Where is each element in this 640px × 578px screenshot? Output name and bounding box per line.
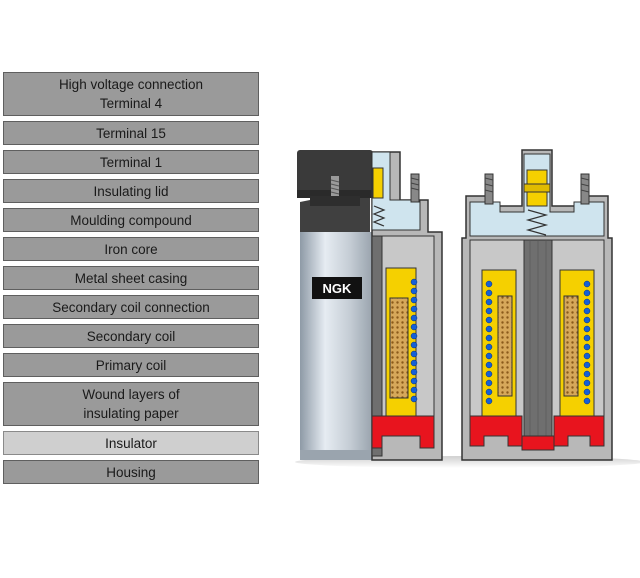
label-button-insulating-lid[interactable]: Insulating lid xyxy=(3,179,259,203)
ignition-coil-illustration: NGK xyxy=(295,149,640,468)
terminal-stud xyxy=(331,176,339,198)
label-button-terminal-15[interactable]: Terminal 15 xyxy=(3,121,259,145)
label-button-secondary-coil[interactable]: Secondary coil xyxy=(3,324,259,348)
label-button-iron-core[interactable]: Iron core xyxy=(3,237,259,261)
label-button-secondary-coil-connection[interactable]: Secondary coil connection xyxy=(3,295,259,319)
label-button-primary-coil[interactable]: Primary coil xyxy=(3,353,259,377)
coil-exterior: NGK xyxy=(297,150,373,460)
dark-shoulder xyxy=(300,198,370,232)
label-button-housing[interactable]: Housing xyxy=(3,460,259,484)
coil-section-right xyxy=(461,149,613,461)
label-button-terminal-1[interactable]: Terminal 1 xyxy=(3,150,259,174)
coil-cutaway-left xyxy=(371,151,443,461)
label-list: High voltage connection Terminal 4 Termin… xyxy=(3,72,259,489)
label-button-high-voltage-connection-terminal-4[interactable]: High voltage connection Terminal 4 xyxy=(3,72,259,116)
label-button-moulding-compound[interactable]: Moulding compound xyxy=(3,208,259,232)
metal-can xyxy=(300,232,372,460)
label-button-metal-sheet-casing[interactable]: Metal sheet casing xyxy=(3,266,259,290)
label-button-insulator[interactable]: Insulator xyxy=(3,431,259,455)
black-cap xyxy=(297,150,373,198)
ngk-badge xyxy=(312,277,362,299)
brand-label: NGK xyxy=(323,281,353,296)
label-button-wound-layers-of-insulating-paper[interactable]: Wound layers of insulating paper xyxy=(3,382,259,426)
